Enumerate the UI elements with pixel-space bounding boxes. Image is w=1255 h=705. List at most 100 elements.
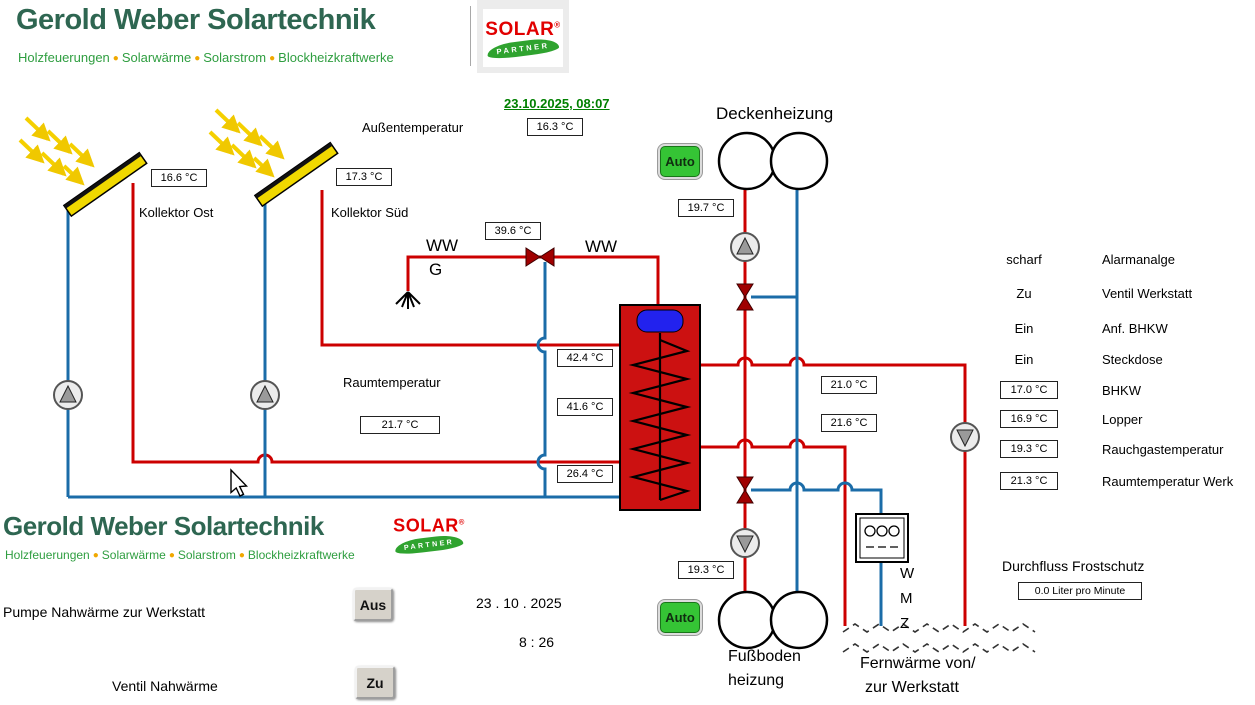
- company-tagline: Holzfeuerungen●Solarwärme●Solarstrom●Blo…: [18, 50, 394, 65]
- buffer-tank[interactable]: [619, 304, 701, 511]
- header-divider: [470, 6, 471, 66]
- tank-temp-middle: 41.6 °C: [557, 398, 613, 416]
- company-tagline-bottom: Holzfeuerungen●Solarwärme●Solarstrom●Blo…: [5, 548, 355, 562]
- mouse-cursor: [230, 468, 249, 497]
- circuit-temp-lower: 21.6 °C: [821, 414, 877, 432]
- outdoor-temp-label: Außentemperatur: [362, 120, 464, 135]
- collector-sued-label: Kollektor Süd: [331, 205, 409, 220]
- collector-sued-temp: 17.3 °C: [336, 168, 392, 186]
- pump-nahwaerme-button[interactable]: Aus: [353, 588, 393, 621]
- tagline-bullet: ●: [269, 53, 276, 64]
- company-title: Gerold Weber Solartechnik: [16, 4, 376, 36]
- date-bottom: 23 . 10 . 2025: [476, 595, 562, 611]
- solar-partner-logo: SOLAR® PARTNER: [483, 9, 563, 67]
- tagline-bullet: ●: [194, 53, 201, 64]
- solar-collector-ost[interactable]: [62, 151, 148, 218]
- tank-temp-bottom: 26.4 °C: [557, 465, 613, 483]
- ventil-nahwaerme-button[interactable]: Zu: [355, 666, 395, 699]
- ww-temp: 39.6 °C: [485, 222, 541, 240]
- pump-icon-fernwaerme[interactable]: [950, 422, 980, 452]
- fernwaerme-label-line2: zur Werkstatt: [865, 679, 959, 696]
- tagline-part: Holzfeuerungen: [18, 50, 110, 65]
- cold-pipes: [66, 189, 883, 626]
- tagline-part: Solarstrom: [203, 50, 267, 65]
- deckenheizung-temp: 19.7 °C: [678, 199, 734, 217]
- frostschutz-label: Durchfluss Frostschutz: [1002, 558, 1145, 574]
- pump-icon-fussboden[interactable]: [730, 528, 760, 558]
- status-value-steckdose: Ein: [1014, 352, 1034, 367]
- timestamp-top: 23.10.2025, 08:07: [504, 96, 610, 111]
- valve-icon-ww[interactable]: [525, 247, 555, 267]
- status-temp-lopper: 16.9 °C: [1000, 410, 1058, 428]
- tank-top-connector: [636, 309, 684, 333]
- status-value-anf-bhkw: Ein: [1014, 321, 1034, 336]
- sun-rays-ost-icon: [18, 116, 95, 186]
- status-label-lopper: Lopper: [1102, 412, 1143, 427]
- pump-icon-kollektor-ost[interactable]: [53, 380, 83, 410]
- ceiling-heating-icon[interactable]: [717, 131, 829, 191]
- status-label-alarm: Alarmanalge: [1102, 252, 1175, 267]
- fussboden-title-line2: heizung: [728, 672, 785, 689]
- status-label-anf-bhkw: Anf. BHKW: [1102, 321, 1168, 336]
- collector-ost-temp: 16.6 °C: [151, 169, 207, 187]
- outdoor-temp-value: 16.3 °C: [527, 118, 583, 136]
- deckenheizung-title: Deckenheizung: [716, 104, 834, 123]
- deckenheizung-auto-button[interactable]: Auto: [660, 146, 700, 177]
- tagline-bullet: ●: [112, 53, 119, 64]
- tagline-part: Solarwärme: [101, 548, 166, 562]
- status-temp-rauchgas: 19.3 °C: [1000, 440, 1058, 458]
- logo-reg-mark: ®: [554, 20, 561, 30]
- status-label-bhkw: BHKW: [1102, 383, 1141, 398]
- tagline-bullet: ●: [238, 550, 245, 561]
- tagline-bullet: ●: [92, 550, 99, 561]
- tagline-part: Solarwärme: [121, 50, 192, 65]
- solar-collector-sued[interactable]: [253, 141, 339, 208]
- tank-temp-top: 42.4 °C: [557, 349, 613, 367]
- logo-reg-mark: ®: [458, 518, 465, 527]
- status-temp-raum-werkstatt: 21.3 °C: [1000, 472, 1058, 490]
- wmz-letter-m: M: [900, 590, 913, 607]
- company-title-bottom: Gerold Weber Solartechnik: [3, 511, 324, 541]
- tagline-bullet: ●: [168, 550, 175, 561]
- pump-icon-kollektor-sued[interactable]: [250, 380, 280, 410]
- logo-partner-swoosh: PARTNER: [394, 533, 464, 556]
- fussboden-auto-button[interactable]: Auto: [660, 602, 700, 633]
- logo-solar-text: SOLAR: [393, 516, 459, 537]
- tagline-part: Holzfeuerungen: [5, 548, 90, 562]
- time-bottom: 8 : 26: [519, 634, 555, 650]
- status-label-raum-werkstatt: Raumtemperatur Werk: [1102, 474, 1234, 489]
- valve-icon-fussboden[interactable]: [736, 476, 754, 504]
- sun-rays-sued-icon: [208, 108, 285, 178]
- collector-ost-label: Kollektor Ost: [139, 205, 214, 220]
- tagline-part: Blockheizkraftwerke: [247, 548, 355, 562]
- room-temp-value: 21.7 °C: [360, 416, 440, 434]
- floor-heating-icon[interactable]: [717, 590, 829, 650]
- status-value-alarm: scharf: [1006, 252, 1042, 267]
- ground-symbol: [395, 291, 421, 309]
- ww-label-left: WW: [426, 236, 459, 255]
- tagline-part: Solarstrom: [177, 548, 236, 562]
- district-heat-waves-icon: [842, 623, 1036, 653]
- solar-partner-logo-bottom: SOLAR® PARTNER: [391, 507, 467, 563]
- pump-nahwaerme-label: Pumpe Nahwärme zur Werkstatt: [3, 604, 206, 620]
- status-value-ventil-werkstatt: Zu: [1016, 286, 1032, 301]
- wmz-letter-w: W: [900, 565, 915, 582]
- ww-label-right: WW: [585, 237, 618, 256]
- fussboden-title-line1: Fußboden: [728, 648, 801, 665]
- pump-icon-deckenheizung[interactable]: [730, 232, 760, 262]
- tagline-part: Blockheizkraftwerke: [278, 50, 394, 65]
- fussboden-temp: 19.3 °C: [678, 561, 734, 579]
- valve-icon-deckenheizung[interactable]: [736, 283, 754, 311]
- wmz-letter-z: Z: [900, 615, 910, 632]
- heat-meter-icon[interactable]: [855, 513, 909, 563]
- heat-exchanger-coil-icon: [628, 338, 692, 502]
- status-label-steckdose: Steckdose: [1102, 352, 1163, 367]
- status-label-ventil-werkstatt: Ventil Werkstatt: [1102, 286, 1193, 301]
- circuit-temp-upper: 21.0 °C: [821, 376, 877, 394]
- frostschutz-value: 0.0 Liter pro Minute: [1018, 582, 1142, 600]
- logo-solar-text: SOLAR: [485, 19, 555, 40]
- ww-g-label: G: [429, 260, 443, 279]
- fernwaerme-label-line1: Fernwärme von/: [860, 655, 976, 672]
